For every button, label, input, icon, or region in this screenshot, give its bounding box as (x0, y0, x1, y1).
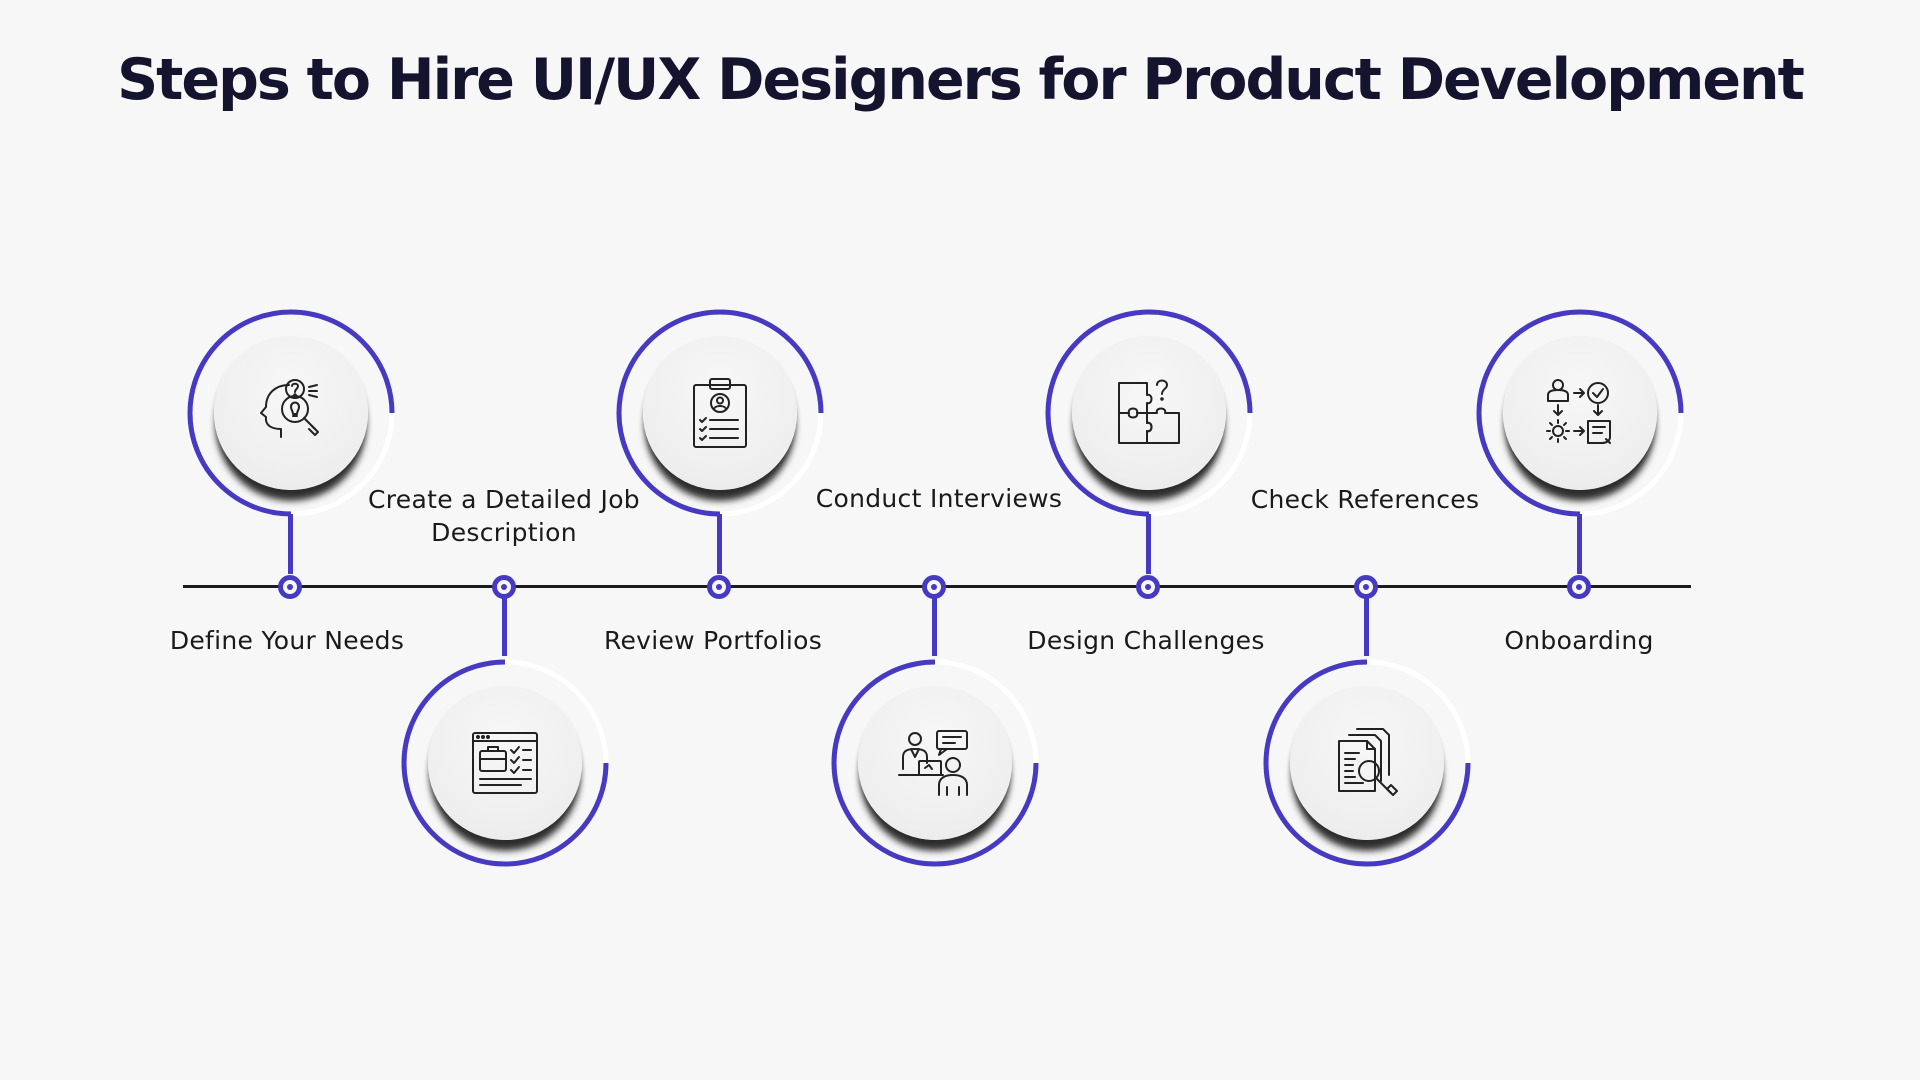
step-label: Check References (1250, 485, 1480, 514)
step-stem (1146, 514, 1151, 574)
idea-head-search-icon (260, 379, 319, 438)
onboarding-process-icon (1546, 379, 1611, 444)
step-icon-disc (643, 336, 797, 490)
step-stem (1364, 598, 1369, 656)
step-icon-disc (214, 336, 368, 490)
timeline-node (1567, 575, 1591, 599)
step-icon-disc (858, 686, 1012, 840)
timeline-node (707, 575, 731, 599)
timeline-node (1354, 575, 1378, 599)
step-label: Conduct Interviews (815, 484, 1063, 513)
clipboard-profile-icon (693, 378, 747, 448)
job-description-briefcase-icon (472, 732, 538, 794)
step-ring (401, 659, 609, 867)
step-label: Review Portfolios (603, 626, 823, 655)
step-icon-disc (428, 686, 582, 840)
step-ring (1263, 659, 1471, 867)
timeline-node (922, 575, 946, 599)
step-ring (831, 659, 1039, 867)
puzzle-question-icon (1118, 379, 1180, 444)
interview-people-icon (898, 730, 968, 796)
step-icon-disc (1290, 686, 1444, 840)
timeline-node (1136, 575, 1160, 599)
step-icon-disc (1072, 336, 1226, 490)
step-stem (1577, 514, 1582, 574)
documents-search-icon (1338, 728, 1398, 796)
page-title: Steps to Hire UI/UX Designers for Produc… (117, 47, 1805, 113)
step-stem (502, 598, 507, 656)
timeline-node (492, 575, 516, 599)
step-stem (717, 514, 722, 574)
step-label: Define Your Needs (169, 626, 405, 655)
step-stem (288, 514, 293, 574)
step-label: Onboarding (1504, 626, 1654, 655)
step-stem (932, 598, 937, 656)
timeline-node (278, 575, 302, 599)
step-label: Create a Detailed Job Description (368, 485, 640, 547)
step-icon-disc (1503, 336, 1657, 490)
step-label: Design Challenges (1027, 626, 1265, 655)
